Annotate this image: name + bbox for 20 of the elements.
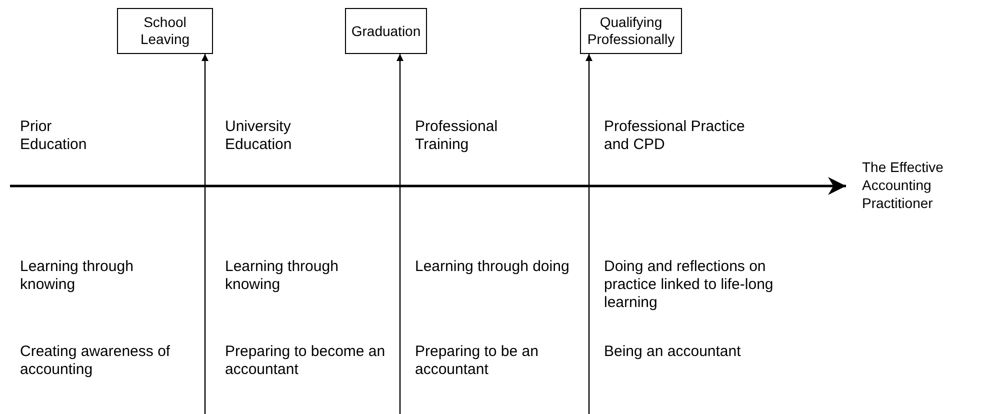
stage-title: University Education xyxy=(225,118,293,154)
stage-goal-text: Preparing to become an accountant xyxy=(225,343,386,379)
timeline-arrow xyxy=(10,177,846,195)
milestone-box: Qualifying Professionally xyxy=(580,8,682,54)
milestone-box: Graduation xyxy=(345,8,427,54)
learning-mode-text: Learning through knowing xyxy=(20,258,134,294)
milestone-arrow xyxy=(202,54,208,414)
milestone-box: School Leaving xyxy=(117,8,213,54)
learning-mode-text: Doing and reflections on practice linked to life-long learning xyxy=(604,258,774,312)
stage-title: Professional Practice and CPD xyxy=(604,118,746,154)
learning-mode-text: Learning through knowing xyxy=(225,258,340,294)
learning-mode-text: Learning through doing xyxy=(415,258,570,276)
milestone-arrow xyxy=(396,54,404,414)
stage-title: Prior Education xyxy=(20,118,88,154)
outcome-text: The Effective Accounting Practitioner xyxy=(862,158,982,212)
milestone-arrow xyxy=(586,54,592,414)
stage-goal-text: Creating awareness of accounting xyxy=(20,343,172,379)
stage-title: Professional Training xyxy=(415,118,499,154)
stage-goal-text: Being an accountant xyxy=(604,343,742,361)
stage-goal-text: Preparing to be an accountant xyxy=(415,343,540,379)
